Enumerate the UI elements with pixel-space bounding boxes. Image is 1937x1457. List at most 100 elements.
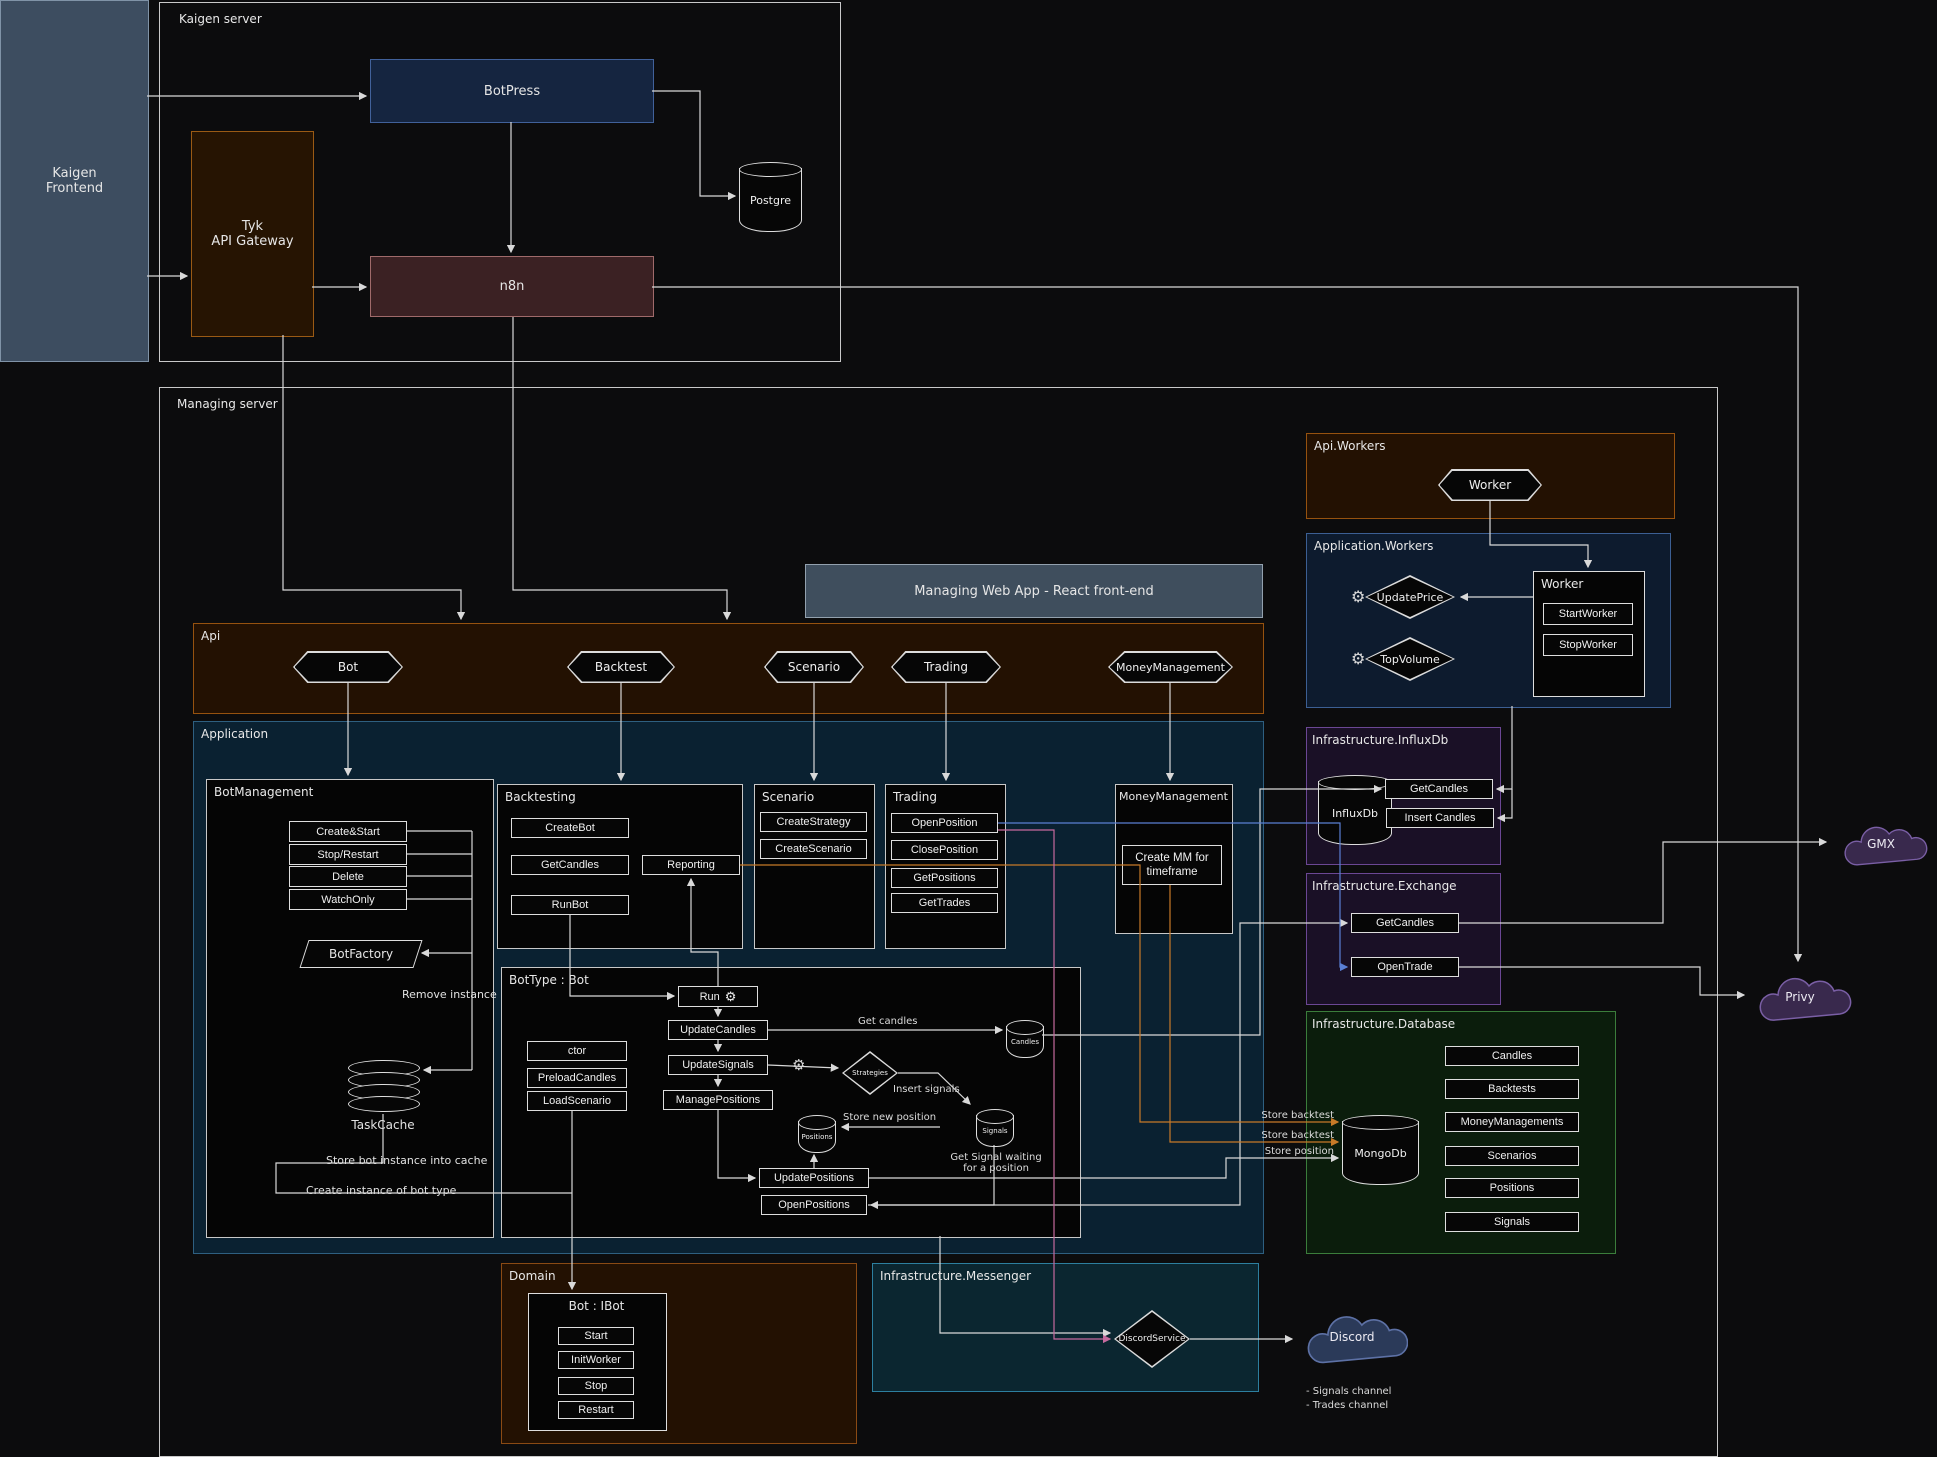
trading-label: Trading [893,790,938,804]
stop-worker-button[interactable]: StopWorker [1543,634,1633,656]
create-start-button[interactable]: Create&Start [289,821,407,842]
task-cache-label: TaskCache [351,1118,415,1132]
note-store-position: Store new position [843,1112,937,1123]
managing-web-app-node[interactable]: Managing Web App - React front-end [805,564,1263,618]
gear-icon: ⚙ [1351,587,1366,606]
botpress-node[interactable]: BotPress [370,59,654,123]
task-cache-node[interactable] [348,1060,420,1112]
delete-button[interactable]: Delete [289,866,407,887]
gear-icon: ⚙ [1351,649,1366,668]
open-position-button[interactable]: OpenPosition [891,813,998,833]
note-store-instance: Store bot instance into cache [326,1154,488,1167]
bot-restart-button[interactable]: Restart [558,1401,634,1419]
influxdb-database[interactable]: InfluxDb [1318,775,1392,845]
discord-label: Discord [1329,1330,1375,1344]
run-button[interactable]: Run ⚙ [678,986,758,1007]
create-strategy-button[interactable]: CreateStrategy [760,812,867,832]
bot-start-button[interactable]: Start [558,1327,634,1345]
watchonly-button[interactable]: WatchOnly [289,889,407,910]
exchange-get-candles-button[interactable]: GetCandles [1351,913,1459,933]
kaigen-server-box [159,2,841,362]
create-scenario-button[interactable]: CreateScenario [760,839,867,859]
privy-cloud[interactable] [1748,965,1852,1027]
api-endpoint-moneymanagement[interactable]: MoneyManagement [1108,651,1233,683]
ctor-button[interactable]: ctor [527,1041,627,1061]
exchange-open-trade-button[interactable]: OpenTrade [1351,957,1459,977]
note-insert-signals: Insert signals [893,1084,960,1095]
managing-server-label: Managing server [177,397,278,411]
worker-inner-label: Worker [1541,577,1584,591]
close-position-button[interactable]: ClosePosition [891,840,998,860]
note-remove-instance: Remove instance [402,988,497,1001]
update-positions-button[interactable]: UpdatePositions [759,1168,869,1188]
update-signals-button[interactable]: UpdateSignals [668,1055,768,1075]
run-bot-button[interactable]: RunBot [511,895,629,915]
kaigen-server-label: Kaigen server [179,12,262,26]
start-worker-button[interactable]: StartWorker [1543,603,1633,625]
bot-initworker-button[interactable]: InitWorker [558,1351,634,1369]
influx-get-candles-button[interactable]: GetCandles [1385,779,1493,799]
scenario-box [754,784,875,949]
gear-icon: ⚙ [724,988,737,1004]
postgre-database[interactable]: Postgre [739,162,802,232]
bot-stop-button[interactable]: Stop [558,1377,634,1395]
messenger-label: Infrastructure.Messenger [880,1269,1032,1283]
api-workers-worker-endpoint[interactable]: Worker [1438,469,1542,501]
positions-store[interactable]: Positions [798,1115,836,1153]
gear-icon: ⚙ [792,1056,806,1074]
api-workers-label: Api.Workers [1314,439,1386,453]
discord-trades-channel-note: - Trades channel [1306,1400,1389,1411]
domain-label: Domain [509,1269,556,1283]
note-store-backtest-2: Store backtest [1261,1130,1334,1141]
note-get-signal: Get Signal waiting for a position [950,1152,1042,1174]
backtesting-label: Backtesting [505,790,576,804]
get-positions-button[interactable]: GetPositions [891,868,998,888]
influx-insert-candles-button[interactable]: Insert Candles [1386,808,1494,828]
note-create-instance: Create instance of bot type [306,1184,457,1197]
api-endpoint-scenario[interactable]: Scenario [764,651,864,683]
gmx-cloud[interactable] [1830,815,1932,871]
api-endpoint-backtest[interactable]: Backtest [567,651,675,683]
signals-store[interactable]: Signals [976,1109,1014,1147]
bot-management-label: BotManagement [214,785,314,799]
api-endpoint-bot[interactable]: Bot [293,651,403,683]
load-scenario-button[interactable]: LoadScenario [527,1091,627,1111]
mongodb-database[interactable]: MongoDb [1342,1115,1419,1185]
open-positions-button[interactable]: OpenPositions [761,1195,867,1215]
preload-candles-button[interactable]: PreloadCandles [527,1068,627,1088]
create-mm-button[interactable]: Create MM for timeframe [1122,845,1222,885]
bot-type-label: BotType : Bot [509,973,589,987]
collection-backtests[interactable]: Backtests [1445,1079,1579,1099]
collection-scenarios[interactable]: Scenarios [1445,1146,1579,1166]
bot-ibot-label: Bot : IBot [568,1299,625,1313]
scenario-label: Scenario [762,790,815,804]
discord-signals-channel-note: - Signals channel [1306,1386,1392,1397]
get-candles-button[interactable]: GetCandles [511,855,629,875]
n8n-node[interactable]: n8n [370,256,654,317]
collection-candles[interactable]: Candles [1445,1046,1579,1066]
kaigen-frontend-node[interactable]: Kaigen Frontend [0,0,149,362]
tyk-api-gateway-node[interactable]: Tyk API Gateway [191,131,314,337]
get-trades-button[interactable]: GetTrades [891,893,998,913]
note-get-candles: Get candles [858,1016,918,1027]
trading-box [885,784,1006,949]
discord-cloud[interactable] [1296,1302,1408,1370]
application-label: Application [201,727,269,741]
application-workers-label: Application.Workers [1314,539,1434,553]
note-store-position-db: Store position [1264,1146,1334,1157]
manage-positions-button[interactable]: ManagePositions [663,1090,773,1110]
create-bot-button[interactable]: CreateBot [511,818,629,838]
collection-positions[interactable]: Positions [1445,1178,1579,1198]
influxdb-label: Infrastructure.InfluxDb [1312,733,1449,747]
database-label: Infrastructure.Database [1312,1017,1456,1031]
bot-factory-node[interactable]: BotFactory [299,940,423,968]
api-bar-label: Api [201,629,221,643]
api-endpoint-trading[interactable]: Trading [891,651,1001,683]
update-candles-button[interactable]: UpdateCandles [668,1020,768,1040]
reporting-button[interactable]: Reporting [642,855,740,875]
collection-moneymanagements[interactable]: MoneyManagements [1445,1112,1579,1132]
candles-store[interactable]: Candles [1006,1020,1044,1058]
collection-signals[interactable]: Signals [1445,1212,1579,1232]
stop-restart-button[interactable]: Stop/Restart [289,844,407,865]
